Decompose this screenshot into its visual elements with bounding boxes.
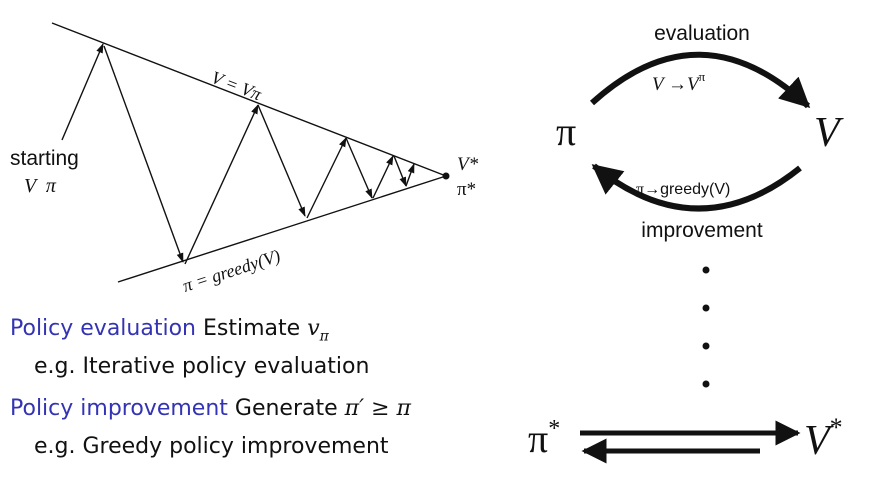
v-node: V [814, 110, 844, 156]
dot-3 [702, 342, 710, 350]
zigzag-arrows [61, 43, 415, 265]
converge-label-v: V* [457, 154, 479, 175]
evaluation-formula: V →Vπ [652, 69, 706, 95]
pi-star-node: π* [528, 416, 560, 461]
start-label-line2: V π [24, 175, 57, 197]
start-label-line1: starting [10, 147, 79, 170]
v-star-node: V* [804, 413, 843, 464]
ellipsis-dots [702, 266, 710, 388]
zigzag-arrow-6 [372, 155, 394, 199]
zigzag-arrow-5 [345, 137, 373, 199]
term-policy-evaluation: Policy evaluation [10, 316, 196, 341]
zigzag-arrow-8 [405, 163, 415, 187]
bullet-policy-improvement: Policy improvement Generate π′ ≥ π [10, 396, 411, 421]
v-star-sup: * [830, 413, 843, 442]
bullet-greedy-example: e.g. Greedy policy improvement [34, 434, 389, 459]
bullet-policy-evaluation: Policy evaluation Estimate vπ [10, 316, 329, 344]
start-arrow [61, 43, 104, 141]
zigzag-arrow-3 [257, 104, 306, 217]
dot-2 [702, 304, 710, 312]
improvement-label: improvement [641, 219, 763, 242]
policy-evaluation-desc: Estimate [203, 316, 301, 341]
zigzag-arrow-7 [393, 155, 407, 187]
zigzag-arrow-4 [306, 137, 347, 219]
pi-node: π [556, 109, 576, 154]
dot-1 [702, 266, 710, 274]
v-pi-math: vπ [307, 316, 329, 345]
evaluation-formula-sup: π [699, 69, 706, 84]
zigzag-arrow-2 [184, 104, 259, 265]
bottom-line-label: π = greedy(V) [180, 245, 283, 296]
bullet-iterative-example: e.g. Iterative policy evaluation [34, 354, 369, 379]
top-line [51, 22, 447, 177]
converge-label-pi: π* [457, 179, 476, 200]
term-policy-improvement: Policy improvement [10, 396, 228, 421]
top-line-label: V = Vπ [209, 67, 265, 105]
policy-improvement-desc: Generate [234, 396, 338, 421]
pi-star-sup: * [548, 416, 560, 442]
improvement-formula: π→greedy(V) [636, 181, 730, 198]
evaluation-label: evaluation [654, 22, 750, 45]
bottom-line [117, 175, 447, 283]
greedy-example-text: e.g. Greedy policy improvement [34, 434, 389, 459]
iterative-example-text: e.g. Iterative policy evaluation [34, 354, 370, 379]
improvement-arc [591, 163, 802, 212]
pi-prime-math: π′ ≥ π [344, 396, 411, 421]
zigzag-arrow-1 [103, 45, 184, 263]
evaluation-arc [589, 51, 811, 109]
dot-4 [702, 380, 710, 388]
convergence-point [442, 172, 450, 180]
